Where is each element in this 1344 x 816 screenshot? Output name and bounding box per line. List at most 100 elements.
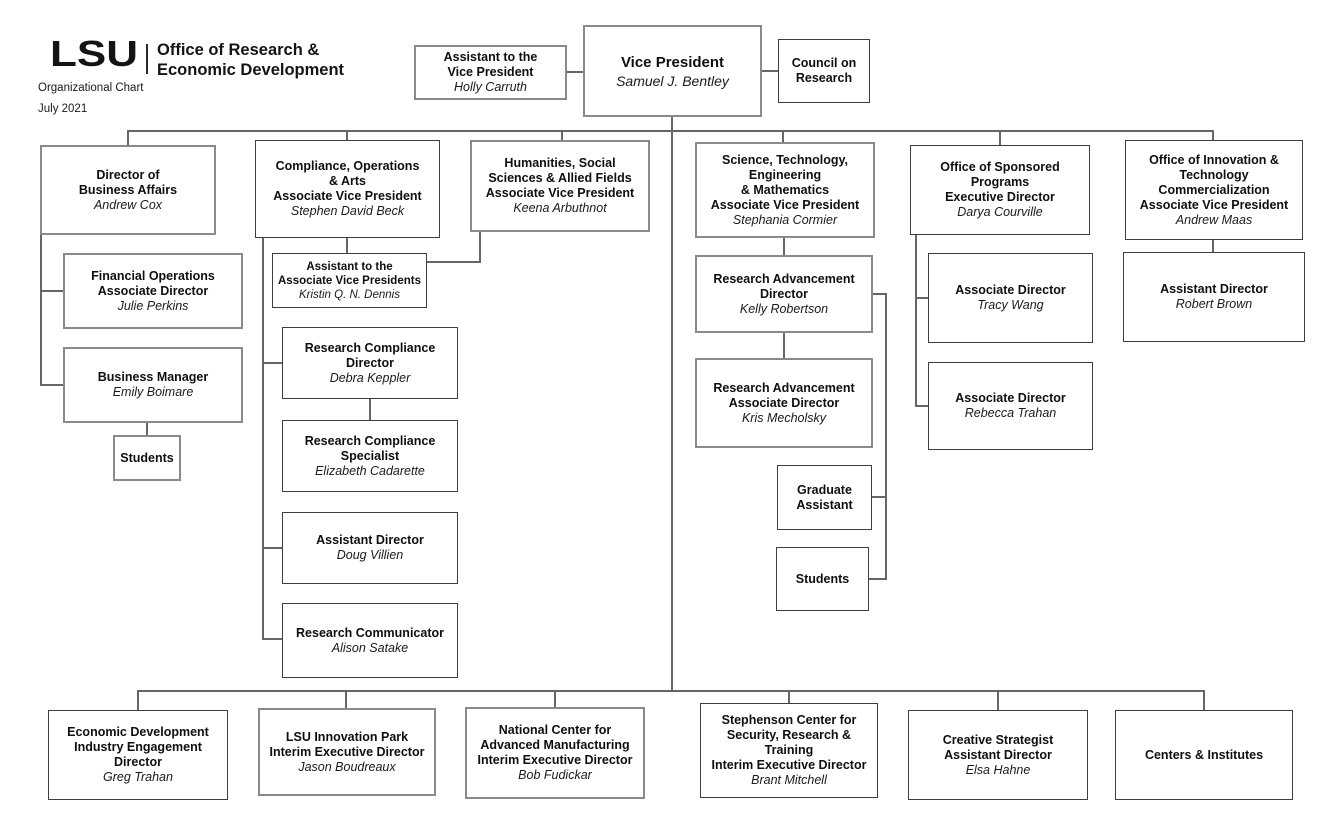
person-name: Samuel J. Bentley [616, 72, 729, 89]
role-title: Research Compliance Specialist [304, 433, 436, 463]
person-name: Alison Satake [331, 640, 409, 655]
person-name: Stephania Cormier [732, 212, 838, 227]
org-box-economic-development: Economic Development Industry Engagement… [48, 710, 228, 800]
org-box-associate-director-trahan: Associate Director Rebecca Trahan [928, 362, 1093, 450]
org-box-ncam: National Center for Advanced Manufacturi… [465, 707, 645, 799]
person-name: Debra Keppler [329, 370, 411, 385]
role-title: Creative Strategist Assistant Director [942, 732, 1054, 762]
connector [917, 405, 928, 407]
org-box-research-communicator: Research Communicator Alison Satake [282, 603, 458, 678]
connector [1212, 240, 1214, 252]
role-title: Director of Business Affairs [78, 167, 178, 197]
person-name: Doug Villien [336, 548, 404, 562]
role-title: Associate Director [955, 391, 1066, 405]
person-name: Keena Arbuthnot [513, 201, 607, 215]
chart-date: July 2021 [38, 103, 88, 115]
person-name: Holly Carruth [454, 80, 527, 94]
person-name: Brant Mitchell [751, 773, 827, 787]
role-title: Vice President [620, 53, 725, 71]
connector [264, 547, 282, 549]
connector [345, 690, 347, 708]
org-box-stem: Science, Technology, Engineering & Mathe… [695, 142, 875, 238]
person-name: Emily Boimare [112, 385, 194, 399]
connector [1212, 131, 1214, 140]
org-box-lsu-innovation-park: LSU Innovation Park Interim Executive Di… [258, 708, 436, 796]
org-box-research-compliance-specialist: Research Compliance Specialist Elizabeth… [282, 420, 458, 492]
role-title: National Center for Advanced Manufacturi… [477, 723, 633, 767]
person-name: Andrew Cox [93, 197, 163, 212]
connector [346, 131, 348, 140]
person-name: Darya Courville [957, 205, 1043, 219]
role-title: Humanities, Social Sciences & Allied Fie… [485, 156, 635, 200]
person-name: Robert Brown [1175, 297, 1253, 311]
org-box-director-business-affairs: Director of Business Affairs Andrew Cox [40, 145, 216, 235]
role-title: Research Advancement Director [713, 271, 855, 301]
person-name: Greg Trahan [103, 770, 173, 784]
connector [479, 232, 481, 263]
connector-top-bus [127, 130, 1214, 132]
connector [262, 238, 264, 640]
connector [567, 71, 583, 73]
person-name: Tracy Wang [977, 298, 1044, 312]
org-box-humanities-social-sciences: Humanities, Social Sciences & Allied Fie… [470, 140, 650, 232]
org-box-stephenson-center: Stephenson Center for Security, Research… [700, 703, 878, 798]
connector [137, 690, 139, 710]
logo-divider [146, 44, 148, 74]
department-title: Office of Research & Economic Developmen… [157, 41, 345, 79]
org-box-centers-institutes: Centers & Institutes [1115, 710, 1293, 800]
connector [788, 690, 790, 703]
role-title: Economic Development Industry Engagement… [67, 725, 209, 769]
person-name: Julie Perkins [117, 298, 189, 313]
connector [782, 131, 784, 142]
role-title: Council on Research [791, 56, 857, 85]
connector [40, 235, 42, 386]
org-box-students-stem: Students [776, 547, 869, 611]
connector [40, 384, 63, 386]
role-title: Science, Technology, Engineering & Mathe… [710, 152, 860, 212]
person-name: Stephen David Beck [290, 204, 405, 218]
role-title: Research Compliance Director [304, 340, 436, 370]
lsu-logo: LSU [50, 33, 138, 75]
org-box-associate-director-wang: Associate Director Tracy Wang [928, 253, 1093, 343]
person-name: Rebecca Trahan [964, 406, 1057, 420]
role-title: Assistant to the Vice President [443, 50, 538, 79]
org-box-research-advancement-director: Research Advancement Director Kelly Robe… [695, 255, 873, 333]
org-box-assistant-to-avps: Assistant to the Associate Vice Presiden… [272, 253, 427, 308]
person-name: Bob Fudickar [518, 768, 592, 782]
org-box-students-business: Students [113, 435, 181, 481]
org-box-council-on-research: Council on Research [778, 39, 870, 103]
role-title: Compliance, Operations & Arts Associate … [273, 159, 422, 203]
org-box-financial-operations: Financial Operations Associate Director … [63, 253, 243, 329]
role-title: Research Communicator [296, 625, 444, 640]
person-name: Kris Mecholsky [741, 410, 827, 425]
connector-bottom-bus [137, 690, 1205, 692]
connector [915, 235, 917, 407]
connector [146, 423, 148, 435]
role-title: Assistant Director [316, 533, 424, 547]
connector [869, 578, 885, 580]
role-title: Centers & Institutes [1144, 747, 1264, 762]
role-title: Business Manager [97, 370, 209, 384]
person-name: Kelly Robertson [739, 301, 829, 316]
connector [783, 333, 785, 358]
org-box-assistant-director-brown: Assistant Director Robert Brown [1123, 252, 1305, 342]
role-title: Stephenson Center for Security, Research… [711, 713, 867, 772]
role-title: Assistant to the Associate Vice Presiden… [278, 260, 421, 287]
role-title: Students [795, 571, 850, 586]
person-name: Jason Boudreaux [298, 759, 396, 774]
role-title: Graduate Assistant [796, 482, 853, 512]
role-title: LSU Innovation Park Interim Executive Di… [269, 729, 425, 759]
person-name: Elsa Hahne [965, 762, 1031, 777]
org-box-research-advancement-assoc-director: Research Advancement Associate Director … [695, 358, 873, 448]
role-title: Research Advancement Associate Director [713, 380, 855, 410]
connector [264, 638, 282, 640]
org-box-compliance-operations-arts: Compliance, Operations & Arts Associate … [255, 140, 440, 238]
org-box-business-manager: Business Manager Emily Boimare [63, 347, 243, 423]
connector [671, 117, 673, 130]
connector [999, 131, 1001, 145]
org-box-sponsored-programs: Office of Sponsored Programs Executive D… [910, 145, 1090, 235]
connector [783, 238, 785, 255]
role-title: Office of Sponsored Programs Executive D… [940, 160, 1060, 204]
chart-subtitle: Organizational Chart [38, 82, 144, 94]
